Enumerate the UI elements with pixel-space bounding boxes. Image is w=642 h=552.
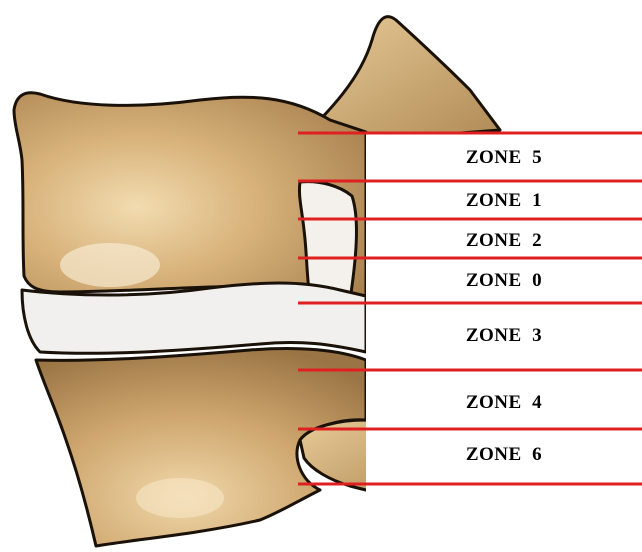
zone-label-0: ZONE 0 [366, 270, 642, 292]
zone-label-4: ZONE 4 [366, 392, 642, 414]
zone-label-6: ZONE 6 [366, 444, 642, 466]
zone-label-1: ZONE 1 [366, 190, 642, 212]
zone-label-2: ZONE 2 [366, 230, 642, 252]
zone-label-3: ZONE 3 [366, 325, 642, 347]
zone-label-5: ZONE 5 [366, 147, 642, 169]
